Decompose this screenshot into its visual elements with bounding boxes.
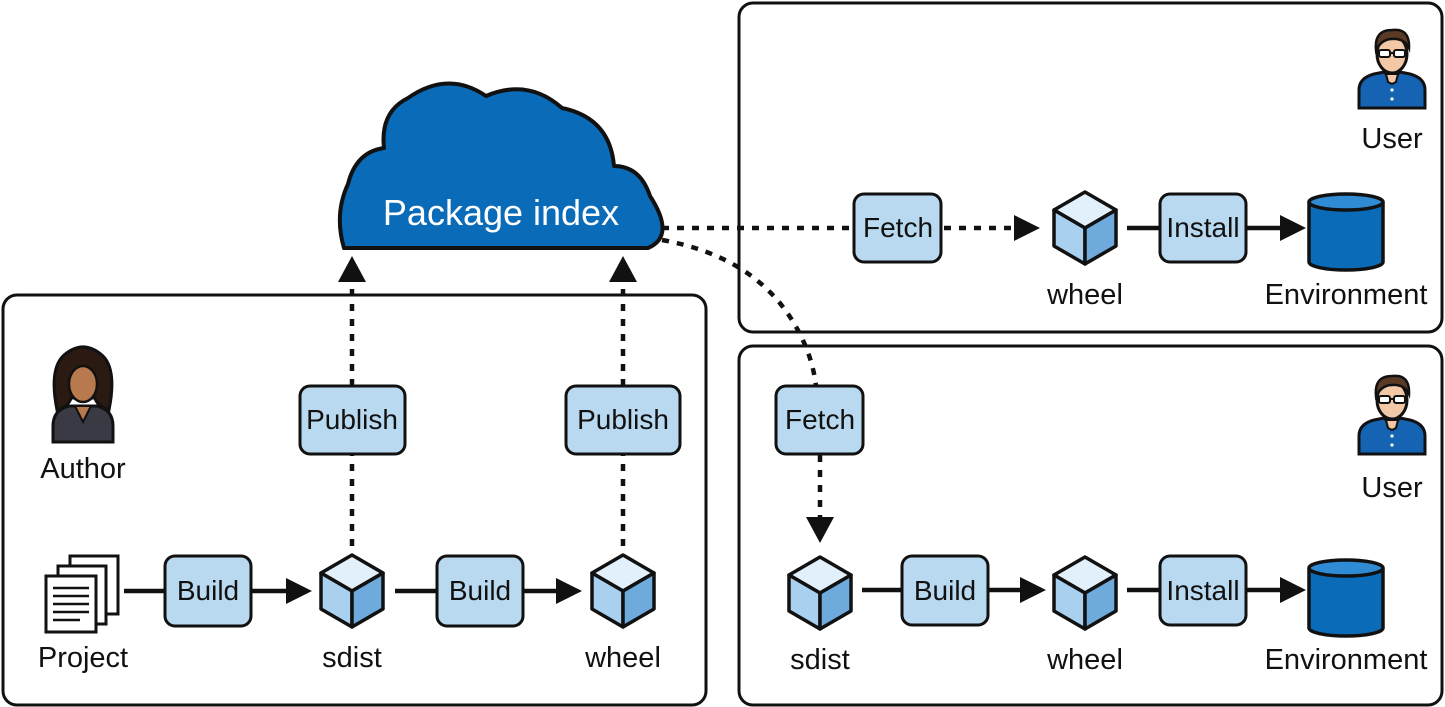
author-label: Author — [40, 453, 126, 485]
sdist-cube-icon — [787, 555, 853, 631]
environment-label: Environment — [1265, 644, 1428, 676]
wheel-cube-icon — [1052, 555, 1118, 631]
wheel-cube-icon — [1052, 190, 1118, 266]
author-icon — [51, 345, 115, 444]
install-step-label: Install — [1166, 575, 1239, 606]
sdist-label: sdist — [790, 644, 850, 676]
sdist-cube-icon — [319, 553, 385, 629]
user-label: User — [1361, 123, 1423, 155]
fetch-step-label: Fetch — [863, 212, 933, 243]
package-index-cloud: Package index — [337, 81, 665, 250]
build-step-label: Build — [914, 575, 976, 606]
environment-cylinder-icon — [1307, 558, 1385, 638]
arrowhead — [1020, 577, 1046, 603]
fetch-step-label: Fetch — [785, 404, 855, 435]
sdist-label: sdist — [322, 642, 382, 674]
fetch-step-box — [774, 384, 865, 456]
author-panel — [1, 293, 708, 707]
arrowhead — [286, 578, 312, 604]
arrowhead — [609, 256, 637, 282]
user-panel-bottom — [737, 344, 1444, 707]
user-panel-top — [737, 1, 1444, 334]
arrowhead — [556, 578, 582, 604]
user-icon — [1357, 28, 1427, 110]
wheel-cube-icon — [590, 553, 656, 629]
wheel-label: wheel — [1046, 644, 1123, 676]
user-label: User — [1361, 472, 1423, 504]
environment-cylinder-icon — [1307, 192, 1385, 272]
fetch-step-box — [852, 192, 943, 264]
arrowhead — [338, 256, 366, 282]
project-documents-icon — [44, 554, 120, 634]
build-step-label: Build — [177, 575, 239, 606]
project-label: Project — [38, 642, 128, 674]
arrowhead — [806, 517, 834, 543]
user-icon — [1357, 374, 1427, 456]
arrowhead — [1014, 215, 1040, 241]
arrowhead — [1280, 577, 1306, 603]
install-step-label: Install — [1166, 212, 1239, 243]
arrowhead — [1280, 215, 1306, 241]
wheel-label: wheel — [584, 642, 661, 674]
environment-label: Environment — [1265, 279, 1428, 311]
publish-step-label: Publish — [306, 404, 398, 435]
publish-step-label: Publish — [577, 404, 669, 435]
package-index-label: Package index — [383, 192, 619, 233]
wheel-label: wheel — [1046, 279, 1123, 311]
build-step-label: Build — [449, 575, 511, 606]
